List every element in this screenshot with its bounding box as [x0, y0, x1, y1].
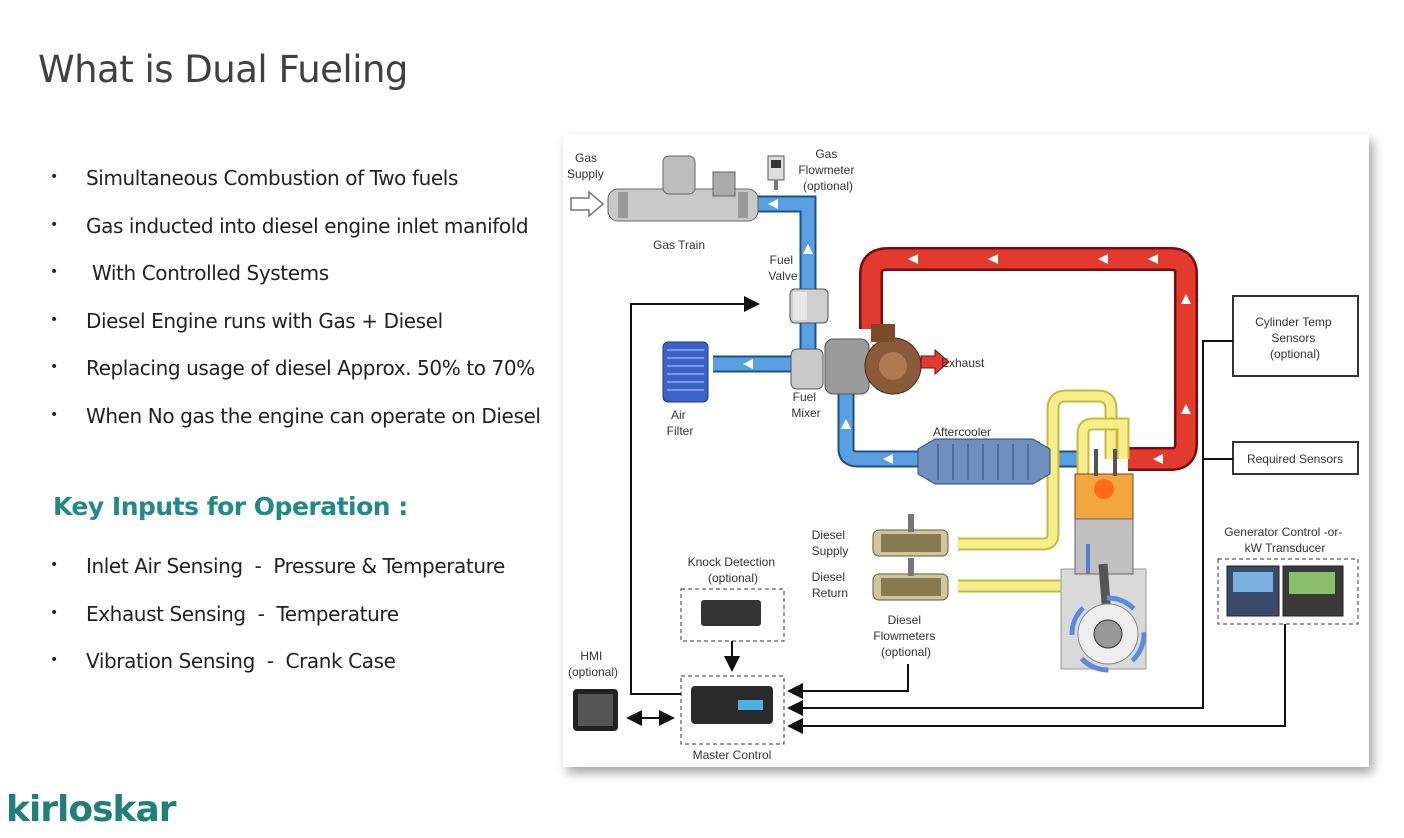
hmi-device-icon	[573, 689, 618, 731]
key-input-text: Inlet Air Sensing - Pressure & Temperatu…	[86, 554, 505, 578]
kirloskar-logo: kirloskar	[6, 789, 177, 830]
cylinder-temp-label: Cylinder Temp Sensors (optional)	[1255, 315, 1335, 361]
generator-control-box	[1217, 558, 1359, 625]
knock-detection-label: Knock Detection (optional)	[688, 555, 779, 585]
key-input-text: Exhaust Sensing - Temperature	[86, 601, 399, 626]
generator-control-label: Generator Control -or- kW Transducer	[1224, 525, 1345, 555]
bullet-item: • Simultaneous Combustion of Two fuels	[50, 163, 550, 211]
gas-supply-label: Gas Supply	[567, 151, 604, 181]
diesel-supply-label: Diesel Supply	[812, 528, 849, 558]
aftercooler-label: Aftercooler	[933, 425, 991, 439]
bullet-item: • Diesel Engine runs with Gas + Diesel	[50, 306, 550, 354]
diesel-flowmeter-icon	[872, 558, 949, 601]
gas-supply-arrow-icon	[570, 190, 605, 218]
bullet-list: • Simultaneous Combustion of Two fuels • G…	[50, 163, 550, 448]
bullet-text: Diesel Engine runs with Gas + Diesel	[86, 308, 443, 333]
fuel-mixer-icon	[790, 338, 870, 395]
engine-cylinder-icon	[1060, 449, 1147, 673]
exhaust-pipe	[859, 247, 1198, 471]
key-input-item: • Inlet Air Sensing - Pressure & Temperat…	[50, 551, 550, 599]
bullet-dot-icon: •	[50, 406, 58, 423]
air-filter-icon	[662, 341, 709, 403]
bullet-dot-icon: •	[50, 652, 58, 668]
gas-train-label: Gas Train	[653, 238, 705, 252]
bullet-dot-icon: •	[50, 557, 58, 573]
generator-control-device-icon	[1226, 565, 1344, 617]
master-control-label: Master Control	[693, 748, 772, 762]
key-inputs-heading: Key Inputs for Operation :	[53, 492, 408, 521]
diagram-svg: Gas Supply Gas Flowmeter (optional) Gas …	[567, 147, 1359, 762]
bullet-item: • When No gas the engine can operate on D…	[50, 401, 550, 449]
bullet-text: Simultaneous Combustion of Two fuels	[86, 166, 458, 190]
exhaust-arrow-icon	[920, 348, 950, 376]
bullet-text: Gas inducted into diesel engine inlet ma…	[86, 213, 529, 238]
master-control-device-icon	[691, 686, 773, 724]
air-pipe	[713, 355, 1083, 468]
bullet-item: • Gas inducted into diesel engine inlet m…	[50, 211, 550, 259]
signal-lines	[630, 296, 1286, 734]
bullet-text: Replacing usage of diesel Approx. 50% to…	[86, 356, 535, 380]
dual-fuel-diagram: Gas Supply Gas Flowmeter (optional) Gas …	[563, 134, 1369, 767]
required-sensors-box	[1232, 441, 1359, 475]
bullet-text: When No gas the engine can operate on Di…	[86, 403, 541, 428]
page-title: What is Dual Fueling	[38, 48, 408, 91]
key-input-item: • Vibration Sensing - Crank Case	[50, 646, 550, 694]
bullet-dot-icon: •	[50, 264, 58, 280]
gas-train-icon	[607, 155, 759, 222]
diesel-flowmeter-icon	[872, 514, 949, 557]
hmi-label: HMI (optional)	[568, 649, 618, 679]
bullet-dot-icon: •	[50, 359, 58, 375]
cylinder-temp-box	[1232, 295, 1359, 377]
bullet-dot-icon: •	[50, 311, 58, 328]
bullet-dot-icon: •	[50, 604, 58, 621]
master-control-box	[680, 675, 785, 745]
fuel-valve-label: Fuel Valve	[768, 253, 797, 283]
gas-flowmeter-label: Gas Flowmeter (optional)	[798, 147, 857, 193]
bullet-item: • Replacing usage of diesel Approx. 50% t…	[50, 353, 550, 401]
knock-detection-device-icon	[701, 600, 761, 626]
key-inputs-list: • Inlet Air Sensing - Pressure & Temperat…	[50, 551, 550, 694]
key-input-text: Vibration Sensing - Crank Case	[86, 649, 396, 673]
required-sensors-label: Required Sensors	[1247, 452, 1343, 466]
key-input-item: • Exhaust Sensing - Temperature	[50, 599, 550, 647]
bullet-item: • With Controlled Systems	[50, 258, 550, 306]
bullet-text: With Controlled Systems	[86, 261, 329, 285]
exhaust-label: Exhaust	[941, 356, 985, 370]
aftercooler-icon	[917, 438, 1051, 485]
turbocharger-icon	[864, 324, 922, 395]
diesel-return-label: Diesel Return	[812, 570, 849, 600]
air-filter-label: Air Filter	[667, 408, 694, 438]
gas-flowmeter-icon	[767, 155, 785, 190]
bullet-dot-icon: •	[50, 169, 58, 185]
diesel-flowmeters-label: Diesel Flowmeters (optional)	[873, 613, 938, 659]
fuel-valve-icon	[789, 288, 829, 324]
bullet-dot-icon: •	[50, 216, 58, 233]
fuel-mixer-label: Fuel Mixer	[791, 390, 820, 420]
